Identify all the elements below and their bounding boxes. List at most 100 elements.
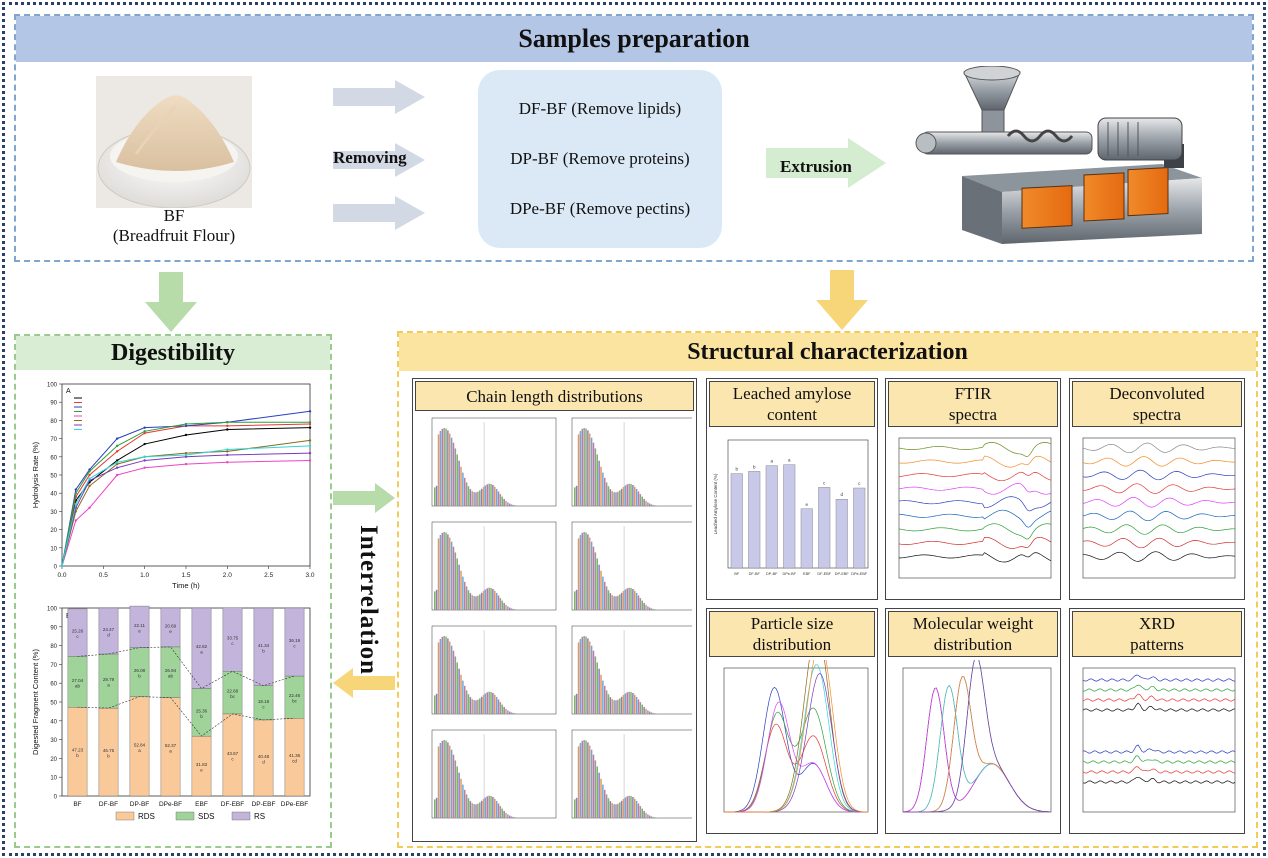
cld-bar [574,695,576,714]
cld-bar [626,796,628,818]
cld-bar [600,778,602,818]
y-tick-label: 30 [50,738,57,744]
cld-bar [465,794,468,818]
cld-bar [460,778,462,818]
cld-bar [465,690,468,714]
segment-letter-label: b [76,753,79,758]
segment-value-label: 26.08 [134,668,146,673]
xrd-trace [1082,674,1236,682]
particle-size-curve [724,672,869,813]
cld-bar [510,816,513,818]
cld-bar [574,591,576,610]
series-point [88,470,91,473]
plot-frame [723,667,869,813]
cld-bar [620,488,623,506]
cld-bar [460,674,462,714]
series-point [143,430,146,433]
segment-value-label: 46.75 [103,748,115,753]
category-label: DPe-EBF [281,801,308,808]
cld-bar [439,535,442,610]
segment-letter-label: ab [75,683,81,688]
cld-bar [574,487,576,506]
cld-bar [507,814,509,818]
cld-bar [643,706,645,714]
cld-bar [579,535,582,610]
amylose-bar [730,473,743,569]
segment-letter-label: bc [292,699,298,704]
cld-bar [622,487,625,506]
molecular-weight-title-2: distribution [933,635,1013,654]
series-line [61,459,311,567]
ftir-title-2: spectra [948,405,998,424]
deconvoluted-trace [1082,497,1236,508]
category-label: DP-EBF [252,801,276,808]
series-point [184,422,188,426]
segment-letter-label: a [107,683,110,688]
cld-bar [650,608,653,610]
cld-bar [641,808,643,818]
cld-bar [619,802,621,818]
y-tick-label: 100 [47,607,58,613]
legend-swatch [231,811,251,821]
category-label: DF-EBF [817,572,831,576]
samples-preparation-section [14,14,1254,262]
cld-bar [437,642,440,714]
cld-bar [458,772,460,818]
deconvoluted-trace [1082,524,1235,535]
series-point [184,453,188,457]
y-tick-label: 50 [50,701,57,707]
cld-bar [456,558,458,610]
cld-bar [652,609,655,610]
xrd-trace [1082,744,1236,754]
legend-label: SDS [198,812,214,821]
cld-bar [464,789,466,818]
cld-bar [649,815,651,818]
cld-bar [585,428,587,506]
category-label: DP-EBF [835,572,850,576]
cld-bar [490,691,492,714]
cld-bar [441,532,443,610]
series-point [115,461,119,464]
series-point [226,453,229,457]
cld-bar [445,428,447,506]
particle-size-curve [724,686,868,813]
cld-bar [650,712,653,714]
cld-bar [639,806,642,818]
cld-bar [479,594,481,610]
flour-bowl-image [96,76,252,208]
deconvoluted-trace [1082,551,1236,562]
cld-bar [490,483,492,506]
x-tick-label: 1.0 [140,572,149,579]
y-tick-label: 100 [47,383,58,389]
series-point [143,466,146,469]
cld-bar [650,816,653,818]
cld-bar [509,711,511,714]
y-tick-label: 0 [54,565,58,571]
cld-bar [462,472,464,506]
ftir-trace [898,442,1052,457]
cld-bar [454,656,457,714]
cld-bar [611,491,613,506]
segment-letter-label: b [262,648,265,653]
cld-bar [577,538,580,610]
y-tick-label: 50 [50,474,57,480]
cld-bar [514,505,517,506]
cld-bar [467,590,470,610]
cld-bar [577,746,580,818]
cld-bar [617,491,619,506]
cld-bar [486,484,488,506]
bar-letter: b [735,467,738,472]
cld-bar [447,534,449,610]
cld-bar [510,504,513,506]
segment-letter-label: e [138,628,141,633]
cld-bar [439,431,442,506]
x-tick-label: 2.5 [264,572,273,579]
cld-bar [435,589,438,610]
legend-swatch [115,811,135,821]
cld-bar [624,589,627,610]
cld-bar [604,789,606,818]
cld-bar [589,641,591,714]
category-label: DP-BF [766,572,778,576]
